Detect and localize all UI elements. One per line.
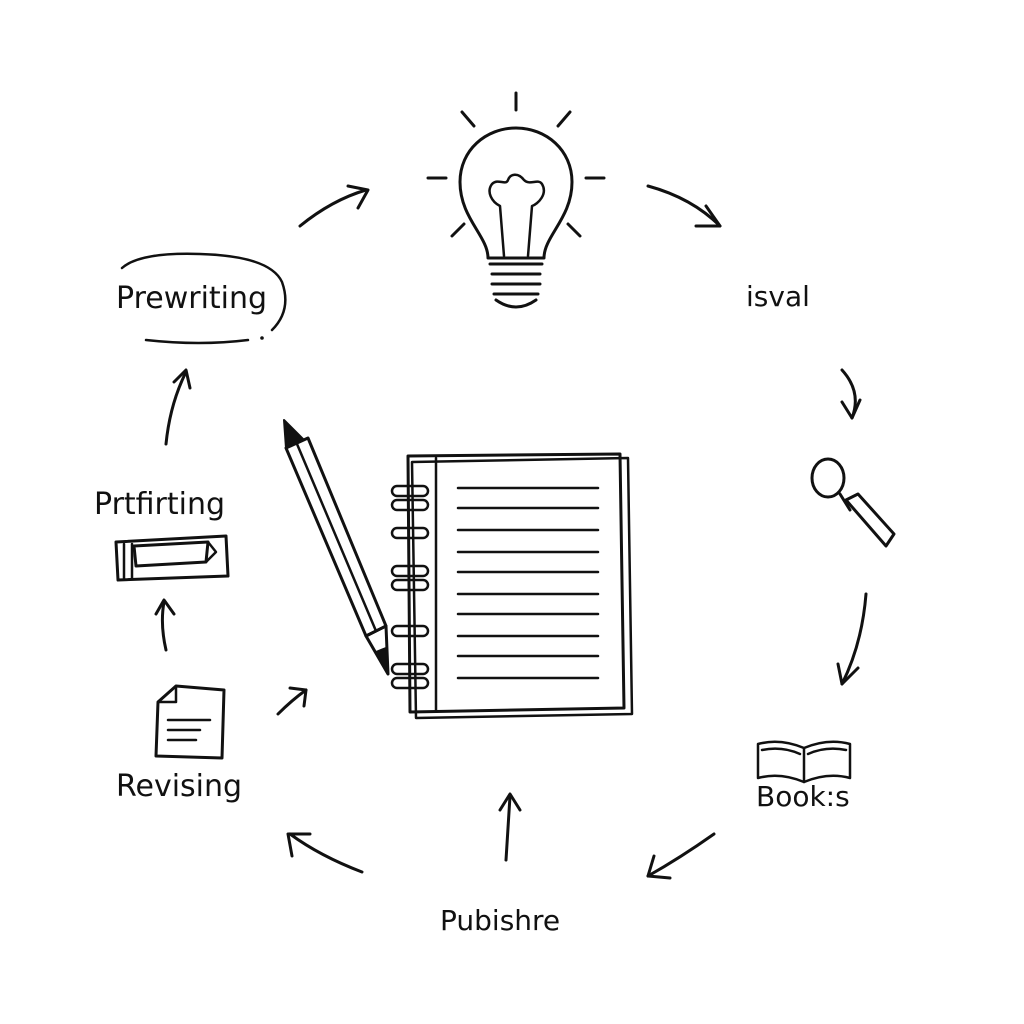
prtfirting-label: Prtfirting — [94, 487, 225, 522]
cycle-arrow-document-to-folder — [154, 598, 176, 652]
cycle-arrow-book-to-publishre — [646, 832, 716, 880]
publishre-label: Pubishre — [440, 904, 560, 937]
books-label: Book:s — [756, 780, 850, 813]
document-icon — [154, 684, 226, 760]
cycle-arrow-prewriting-to-bulb — [298, 184, 370, 228]
open-book-icon — [756, 740, 852, 784]
cycle-arrow-publishre-to-revising — [286, 832, 364, 874]
cycle-arrow-magnifier-to-book — [836, 592, 868, 686]
pencil-icon — [283, 419, 390, 676]
cycle-arrow-revising-to-notebook — [276, 686, 308, 716]
prewriting-label: Prewriting — [116, 281, 267, 316]
cycle-arrow-prtfirting-to-prewriting — [164, 368, 192, 446]
folder-icon — [114, 534, 230, 582]
cycle-arrow-isval-to-magnifier — [840, 368, 862, 420]
notebook-icon — [390, 452, 634, 720]
magnifying-glass-icon — [810, 457, 896, 548]
prewriting-node: Prewriting — [116, 252, 287, 345]
revising-label: Revising — [116, 769, 242, 804]
cycle-arrow-publishre-to-notebook — [498, 792, 522, 862]
lightbulb-icon — [426, 91, 606, 309]
cycle-arrow-bulb-to-isval — [646, 184, 722, 228]
isval-label: isval — [746, 280, 810, 313]
